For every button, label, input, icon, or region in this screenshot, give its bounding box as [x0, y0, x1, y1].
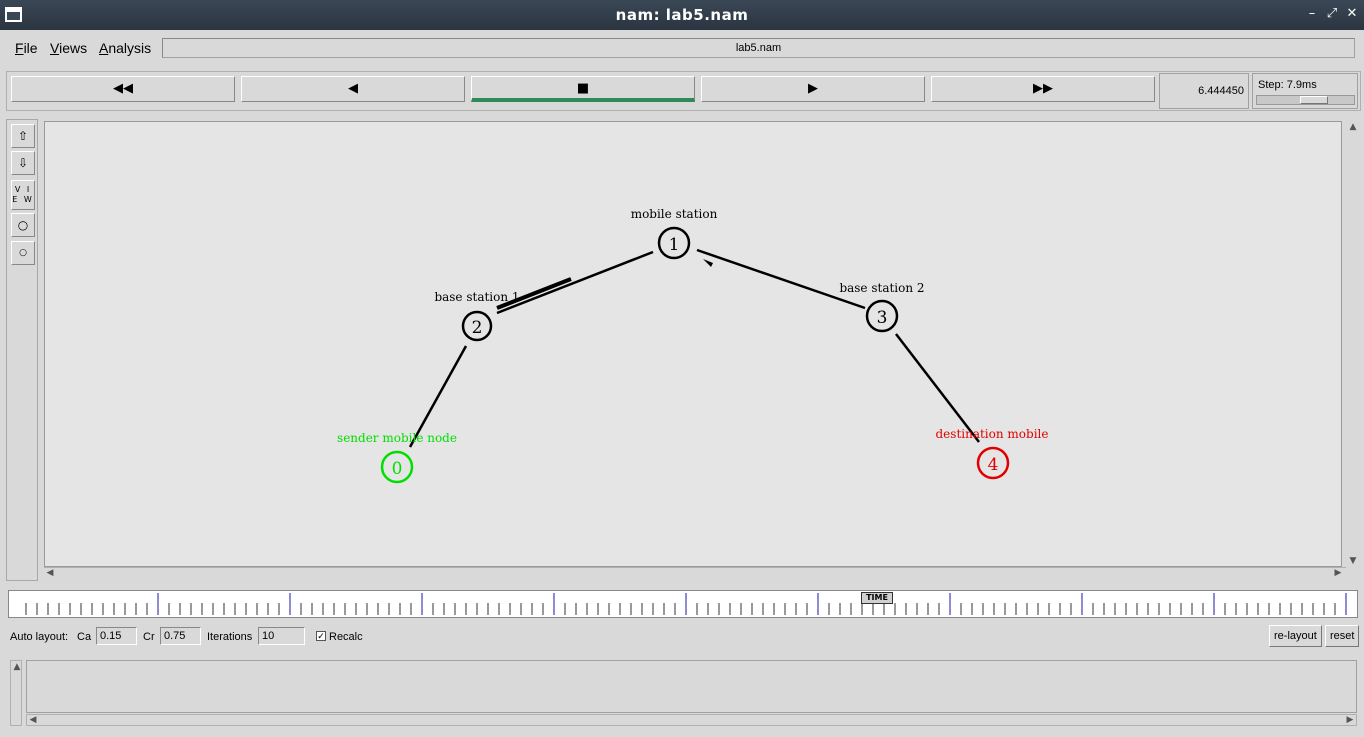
time-ticks [25, 593, 1347, 615]
zoom-in-icon[interactable]: ⇧ [11, 124, 35, 148]
fast-forward-button[interactable]: ▶▶ [931, 76, 1155, 102]
svg-text:4: 4 [988, 455, 999, 475]
panel-scroll-right-icon[interactable]: ▶ [1346, 715, 1354, 725]
minimize-icon[interactable]: – [1308, 6, 1316, 21]
small-circle-icon[interactable]: ○ [11, 241, 35, 265]
scroll-left-icon[interactable]: ◀ [46, 568, 54, 578]
menu-bar: File Views Analysis [0, 30, 1364, 66]
node-label: mobile station [631, 207, 718, 221]
playback-controls [6, 71, 1361, 111]
node-label: base station 2 [839, 281, 924, 295]
stop-button[interactable]: ■ [471, 76, 695, 102]
window-titlebar: nam: lab5.nam – ⤢ ✕ [0, 0, 1364, 30]
node-3[interactable]: 3 base station 2 [839, 281, 925, 333]
current-time: 6.444450 [1159, 73, 1249, 109]
step-back-button[interactable]: ◀ [241, 76, 465, 102]
link-1-3 [696, 248, 866, 310]
filename-display: lab5.nam [162, 38, 1355, 58]
panel-scroll-up-icon[interactable]: ▲ [13, 662, 21, 672]
rewind-button[interactable]: ◀◀ [11, 76, 235, 102]
packet-arrow [703, 259, 713, 267]
panel-vertical-scrollbar[interactable]: ▲ [10, 660, 22, 726]
recalc-label: Recalc [329, 631, 363, 643]
auto-layout-bar: Auto layout: Ca 0.15 Cr 0.75 Iterations … [0, 625, 1364, 651]
menu-views[interactable]: Views [50, 40, 88, 56]
scroll-down-icon[interactable]: ▼ [1349, 556, 1357, 566]
iterations-input[interactable]: 10 [258, 627, 305, 645]
scroll-right-icon[interactable]: ▶ [1334, 568, 1342, 578]
menu-analysis[interactable]: Analysis [99, 40, 152, 56]
cr-label: Cr [143, 631, 155, 643]
auto-layout-label: Auto layout: [10, 631, 69, 643]
step-label: Step: 7.9ms [1258, 79, 1317, 91]
node-2[interactable]: 2 base station 1 [434, 290, 520, 342]
node-0[interactable]: 0 sender mobile node [337, 431, 457, 484]
iterations-label: Iterations [207, 631, 253, 643]
svg-text:2: 2 [472, 318, 483, 338]
tool-column [6, 119, 38, 581]
node-1[interactable]: 1 mobile station [631, 207, 718, 260]
link-2-1-packet [496, 277, 572, 310]
panel-scroll-left-icon[interactable]: ◀ [29, 715, 37, 725]
cr-input[interactable]: 0.75 [160, 627, 201, 645]
time-slider-thumb[interactable]: TIME [861, 592, 893, 604]
ca-label: Ca [77, 631, 92, 643]
ca-input[interactable]: 0.15 [96, 627, 137, 645]
node-label: base station 1 [434, 290, 519, 304]
svg-text:3: 3 [877, 308, 888, 328]
canvas-vertical-scrollbar[interactable]: ▲ ▼ [1346, 121, 1360, 569]
network-canvas[interactable]: 1 mobile station 2 base station 1 3 base… [44, 121, 1342, 567]
time-slider[interactable] [8, 590, 1358, 618]
window-menu-icon[interactable] [5, 7, 22, 22]
relayout-button[interactable]: re-layout [1269, 625, 1322, 647]
window-title: nam: lab5.nam [615, 6, 749, 24]
network-graph: 1 mobile station 2 base station 1 3 base… [337, 207, 1049, 484]
large-circle-icon[interactable]: ○ [11, 213, 35, 237]
link-2-1 [496, 250, 654, 315]
zoom-out-icon[interactable]: ⇩ [11, 151, 35, 175]
reset-button[interactable]: reset [1325, 625, 1360, 647]
view-button[interactable]: V I E W [11, 180, 35, 210]
menu-file[interactable]: File [15, 40, 38, 56]
node-4[interactable]: 4 destination mobile [936, 427, 1049, 480]
node-label: destination mobile [936, 427, 1049, 441]
annotation-panel[interactable] [26, 660, 1357, 713]
recalc-checkbox[interactable]: ✓ [316, 631, 326, 641]
link-0-2 [408, 345, 468, 448]
svg-text:1: 1 [669, 235, 680, 255]
maximize-icon[interactable]: ⤢ [1326, 6, 1338, 21]
node-label: sender mobile node [337, 431, 457, 445]
scroll-up-icon[interactable]: ▲ [1349, 122, 1357, 132]
svg-text:0: 0 [392, 459, 403, 479]
step-slider-thumb[interactable] [1300, 96, 1328, 104]
link-3-4 [895, 333, 980, 443]
play-button[interactable]: ▶ [701, 76, 925, 102]
panel-horizontal-scrollbar[interactable]: ◀ ▶ [26, 714, 1357, 726]
close-icon[interactable]: ✕ [1346, 6, 1358, 21]
step-control [1252, 73, 1358, 109]
canvas-horizontal-scrollbar[interactable]: ◀ ▶ [44, 567, 1346, 579]
